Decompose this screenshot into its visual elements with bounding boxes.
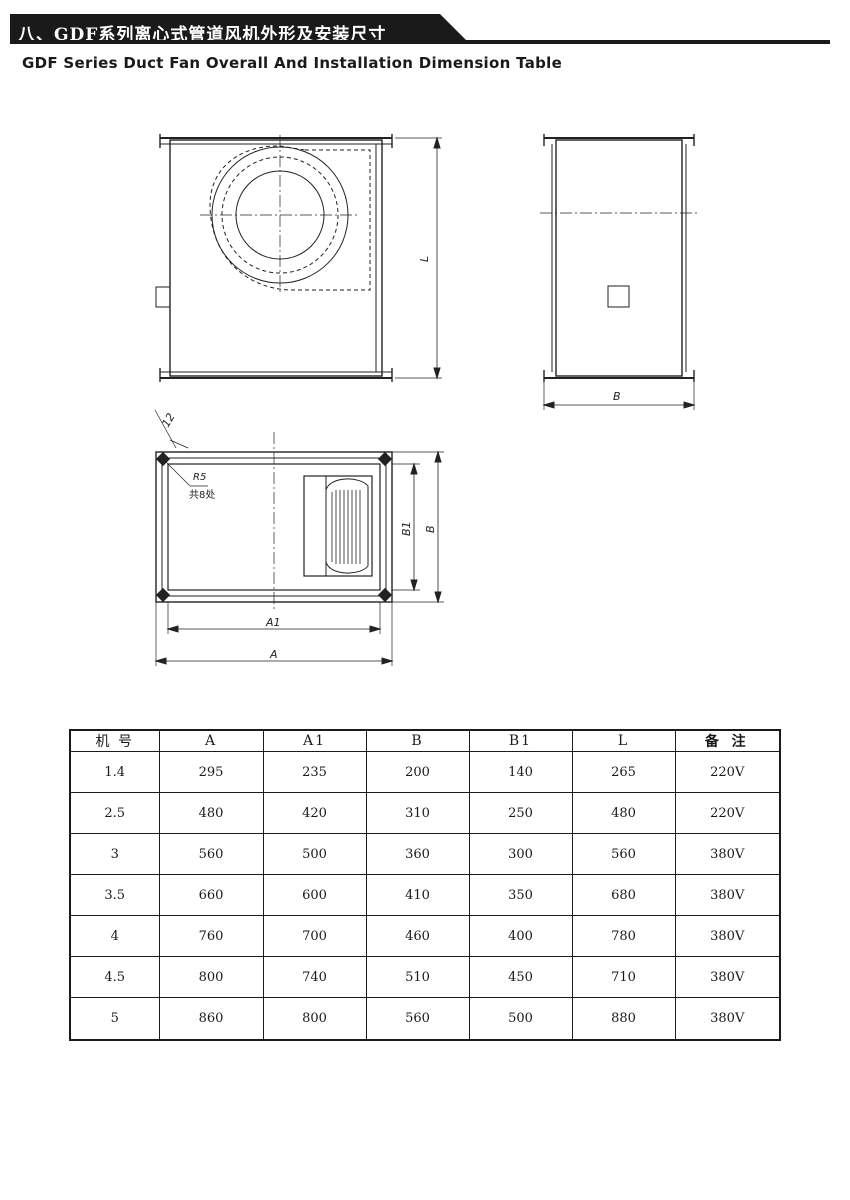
- header-a1: A1: [262, 729, 367, 752]
- table-row: 4.5 800 740 510 450 710 380V: [69, 956, 781, 999]
- label-L: L: [418, 256, 431, 262]
- cell-b: 460: [365, 915, 470, 958]
- cell-a: 760: [158, 915, 264, 958]
- cell-a: 295: [158, 750, 264, 794]
- cell-l: 480: [571, 792, 676, 835]
- cell-model: 4: [69, 915, 160, 958]
- label-B1: B1: [400, 521, 413, 536]
- plan-view: [154, 409, 444, 666]
- cell-b: 410: [365, 874, 470, 917]
- cell-model: 3.5: [69, 874, 160, 917]
- header-l: L: [571, 729, 676, 752]
- label-A: A: [269, 648, 278, 661]
- side-view: [540, 134, 700, 410]
- cell-a1: 600: [262, 874, 367, 917]
- cell-note: 220V: [674, 792, 781, 835]
- cell-a: 660: [158, 874, 264, 917]
- header-b: B: [365, 729, 470, 752]
- cell-l: 880: [571, 997, 676, 1041]
- cell-a1: 420: [262, 792, 367, 835]
- table-row: 5 860 800 560 500 880 380V: [69, 997, 781, 1041]
- table-row: 4 760 700 460 400 780 380V: [69, 915, 781, 958]
- table-row: 3 560 500 360 300 560 380V: [69, 833, 781, 876]
- section-subtitle: GDF Series Duct Fan Overall And Installa…: [22, 54, 563, 72]
- cell-b1: 400: [468, 915, 573, 958]
- label-A1: A1: [265, 616, 281, 629]
- cell-model: 5: [69, 997, 160, 1041]
- cell-a: 800: [158, 956, 264, 999]
- table-row: 2.5 480 420 310 250 480 220V: [69, 792, 781, 835]
- cell-b: 200: [365, 750, 470, 794]
- cell-b1: 140: [468, 750, 573, 794]
- header-band-shape: [10, 14, 470, 44]
- cell-b: 510: [365, 956, 470, 999]
- header-b1: B1: [468, 729, 573, 752]
- cell-a: 480: [158, 792, 264, 835]
- header-model: 机 号: [69, 729, 160, 752]
- cell-b1: 300: [468, 833, 573, 876]
- header-note: 备 注: [674, 729, 781, 752]
- cell-note: 220V: [674, 750, 781, 794]
- cell-l: 265: [571, 750, 676, 794]
- cell-note: 380V: [674, 833, 781, 876]
- label-R5: R5: [193, 472, 206, 483]
- cell-l: 680: [571, 874, 676, 917]
- fan-dimension-drawing: L B 12 R5 共8处 B1 B A1 A: [154, 134, 700, 666]
- cell-l: 780: [571, 915, 676, 958]
- label-B-plan: B: [424, 525, 437, 533]
- cell-b1: 350: [468, 874, 573, 917]
- cell-b1: 450: [468, 956, 573, 999]
- cell-note: 380V: [674, 874, 781, 917]
- cell-a1: 700: [262, 915, 367, 958]
- cell-note: 380V: [674, 997, 781, 1041]
- cell-model: 4.5: [69, 956, 160, 999]
- header-a: A: [158, 729, 264, 752]
- label-holes: 共8处: [189, 489, 215, 501]
- cell-b1: 250: [468, 792, 573, 835]
- cell-l: 710: [571, 956, 676, 999]
- cell-model: 3: [69, 833, 160, 876]
- label-B-side: B: [613, 390, 621, 403]
- cell-note: 380V: [674, 915, 781, 958]
- label-12: 12: [159, 411, 177, 430]
- cell-a1: 800: [262, 997, 367, 1041]
- cell-l: 560: [571, 833, 676, 876]
- cell-a: 560: [158, 833, 264, 876]
- cell-a1: 740: [262, 956, 367, 999]
- cell-b1: 500: [468, 997, 573, 1041]
- cell-b: 560: [365, 997, 470, 1041]
- cell-b: 310: [365, 792, 470, 835]
- cell-model: 1.4: [69, 750, 160, 794]
- table-header-row: 机 号 A A1 B B1 L 备 注: [69, 729, 781, 752]
- table-row: 3.5 660 600 410 350 680 380V: [69, 874, 781, 917]
- cell-model: 2.5: [69, 792, 160, 835]
- cell-a1: 235: [262, 750, 367, 794]
- cell-a1: 500: [262, 833, 367, 876]
- cell-a: 860: [158, 997, 264, 1041]
- table-row: 1.4 295 235 200 140 265 220V: [69, 750, 781, 794]
- dimension-table: 机 号 A A1 B B1 L 备 注 1.4 295 235 200 140 …: [69, 729, 781, 1041]
- cell-b: 360: [365, 833, 470, 876]
- front-view: [155, 134, 442, 382]
- header-rule: [10, 40, 830, 44]
- cell-note: 380V: [674, 956, 781, 999]
